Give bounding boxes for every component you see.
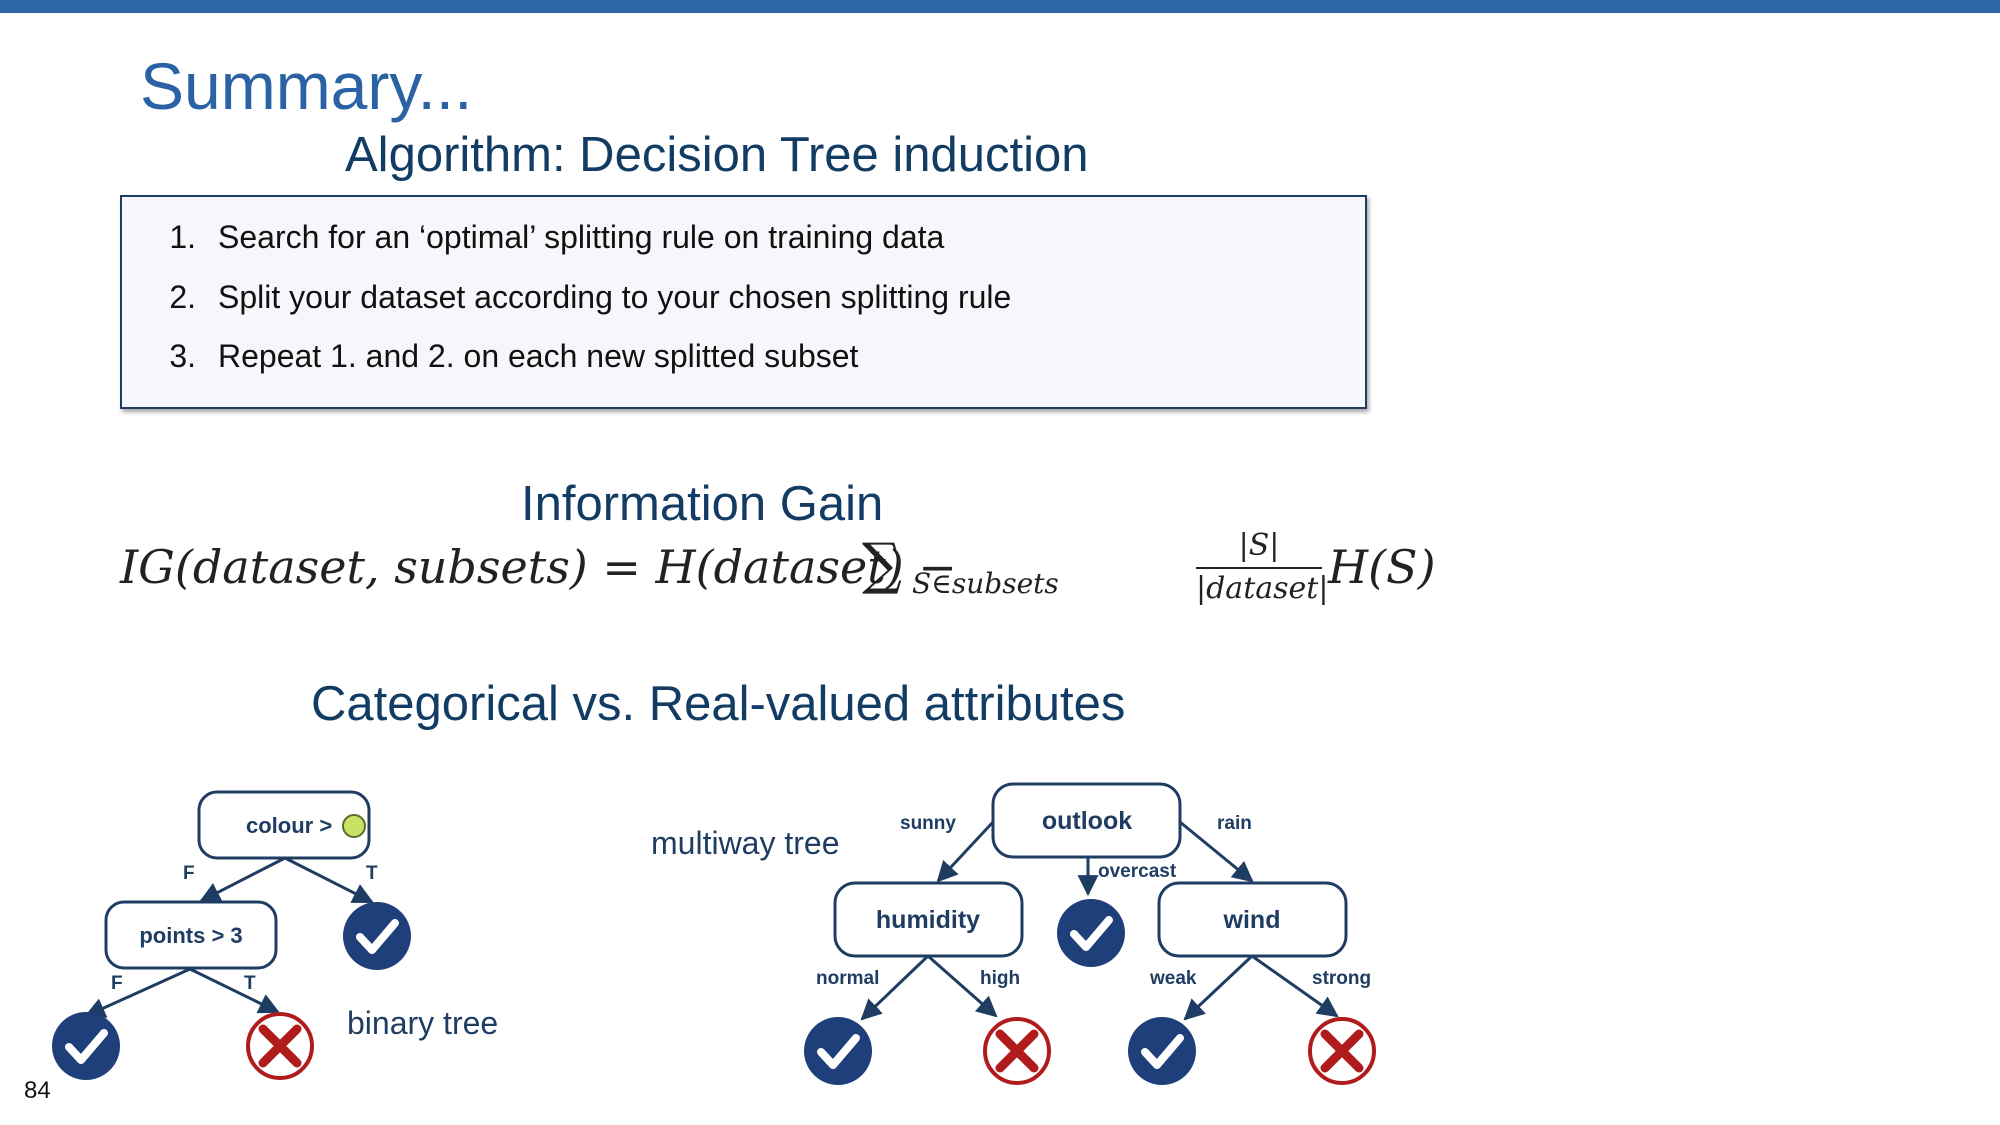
multiway-tree: multiway tree outlook sunny overcast rai…: [651, 782, 1374, 1085]
edge-label-f: F: [111, 973, 123, 994]
edge-label-sunny: sunny: [900, 813, 956, 834]
edge-label-normal: normal: [816, 968, 879, 989]
edge-line: [860, 954, 930, 1021]
edge-line: [927, 954, 998, 1018]
information-gain-title: Information Gain: [521, 477, 884, 531]
formula-sigma-subscript: S∈subsets: [912, 567, 1059, 600]
multiway-tree-caption: multiway tree: [651, 825, 840, 861]
step-number: 1.: [169, 219, 196, 255]
check-circle-icon: [804, 1017, 872, 1085]
edge-line: [199, 856, 286, 903]
step-text: Repeat 1. and 2. on each new splitted su…: [218, 338, 859, 374]
edge-label-strong: strong: [1312, 968, 1371, 989]
page-number: 84: [24, 1077, 51, 1104]
edge-label-high: high: [980, 968, 1020, 989]
x-circle-icon: [1310, 1019, 1374, 1083]
algorithm-step: 3. Repeat 1. and 2. on each new splitted…: [168, 338, 858, 375]
formula-fraction: |S| |dataset|: [1196, 528, 1329, 606]
tree-node-label: colour >: [246, 813, 332, 838]
step-number: 3.: [169, 338, 196, 374]
edge-label-rain: rain: [1217, 813, 1252, 834]
formula-rhs: H(S): [1328, 540, 1436, 594]
tree-node-colour: [197, 790, 371, 860]
slide-title: Summary...: [140, 49, 473, 123]
x-circle-icon: [985, 1019, 1049, 1083]
check-circle-icon: [52, 1012, 120, 1080]
formula-sigma: ∑: [862, 532, 902, 597]
binary-tree: colour > F T points > 3 F T binary tree: [52, 790, 498, 1080]
formula-denominator: |dataset|: [1196, 571, 1329, 606]
edge-label-overcast: overcast: [1098, 861, 1177, 882]
step-number: 2.: [169, 279, 196, 315]
edge-line: [84, 967, 191, 1018]
edge-line: [189, 967, 280, 1014]
top-accent-bar: [0, 0, 2000, 13]
algorithm-step: 2. Split your dataset according to your …: [168, 279, 1011, 316]
algorithm-step: 1. Search for an ‘optimal’ splitting rul…: [168, 219, 944, 256]
formula-numerator: |S|: [1196, 528, 1322, 569]
attributes-title: Categorical vs. Real-valued attributes: [311, 677, 1126, 731]
edge-line: [1183, 954, 1254, 1021]
step-text: Split your dataset according to your cho…: [218, 279, 1012, 315]
tree-node-points: [104, 900, 278, 970]
edge-label-weak: weak: [1149, 968, 1197, 989]
edge-line: [1251, 954, 1339, 1018]
algorithm-steps-box: 1. Search for an ‘optimal’ splitting rul…: [120, 195, 1367, 409]
tree-node-outlook: [991, 782, 1182, 859]
tree-node-label: humidity: [876, 906, 980, 934]
colour-swatch-icon: [342, 814, 366, 838]
tree-node-label: points > 3: [139, 923, 242, 948]
edge-label-t: T: [366, 863, 378, 884]
edge-label-t: T: [244, 973, 256, 994]
formula-lhs: IG(dataset, subsets) = H(dataset) −: [120, 540, 957, 594]
edge-label-f: F: [183, 863, 195, 884]
edge-line: [284, 856, 374, 904]
algorithm-title: Algorithm: Decision Tree induction: [345, 128, 1089, 182]
edge-line: [1179, 820, 1254, 883]
check-circle-icon: [1057, 899, 1125, 967]
x-circle-icon: [248, 1014, 312, 1078]
tree-node-label: outlook: [1042, 807, 1132, 835]
binary-tree-caption: binary tree: [347, 1005, 498, 1041]
tree-node-label: wind: [1223, 906, 1281, 934]
check-circle-icon: [343, 902, 411, 970]
check-circle-icon: [1128, 1017, 1196, 1085]
edge-line: [936, 820, 995, 883]
step-text: Search for an ‘optimal’ splitting rule o…: [218, 219, 945, 255]
